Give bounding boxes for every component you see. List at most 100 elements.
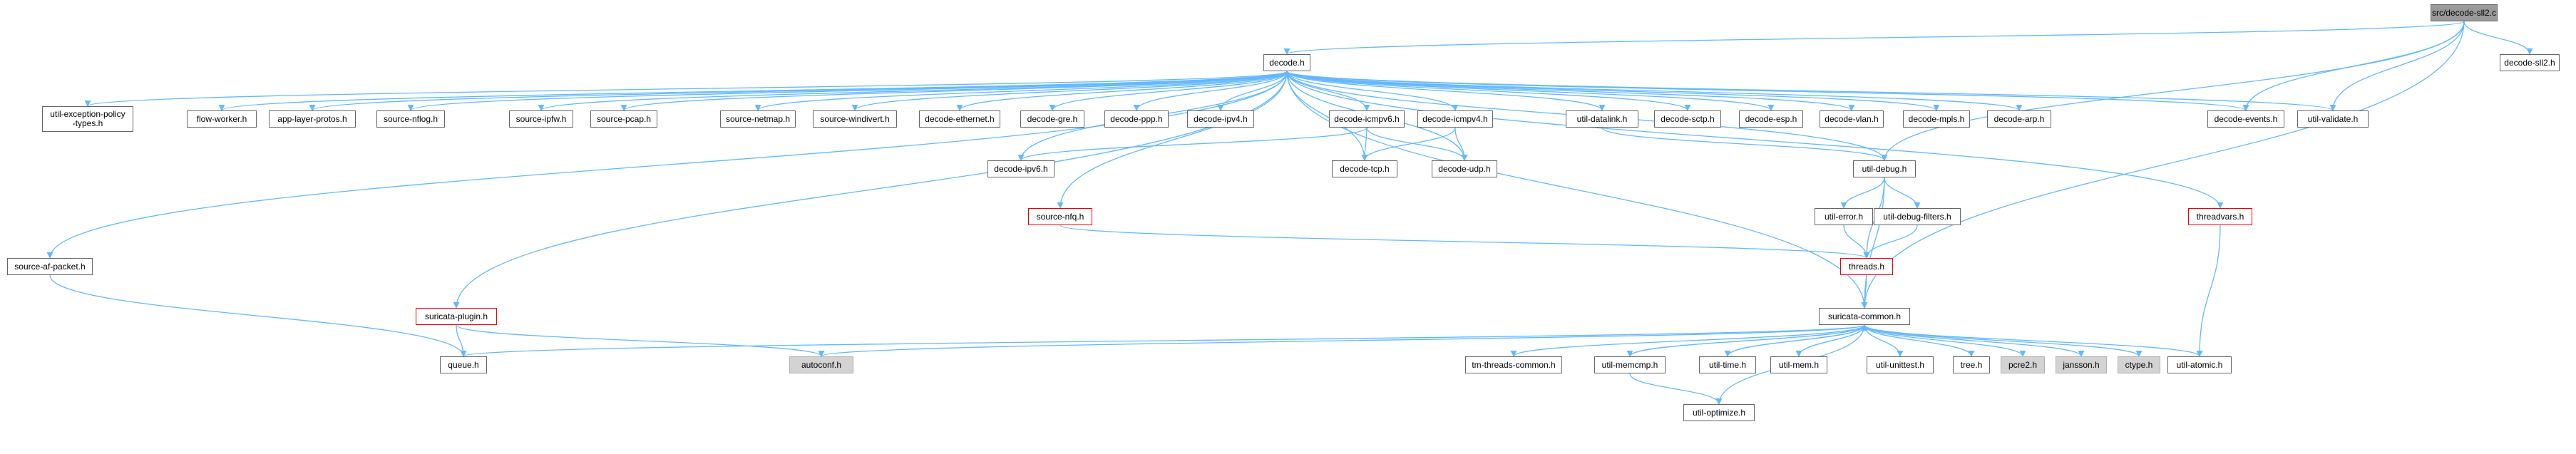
node-ctype-h[interactable]: ctype.h [2118, 356, 2160, 373]
node-decode-ethernet-h[interactable]: decode-ethernet.h [919, 110, 1000, 128]
node-flow-worker-h[interactable]: flow-worker.h [187, 110, 257, 128]
node-decode-mpls-h[interactable]: decode-mpls.h [1903, 110, 1970, 128]
node-util-atomic-h[interactable]: util-atomic.h [2167, 356, 2232, 373]
node-source-windivert-h[interactable]: source-windivert.h [813, 110, 897, 128]
edge-decode-sll2-c-to-util-debug-h [1881, 21, 2465, 161]
edge-decode-sll2-c-to-suricata-common-h [1861, 21, 2465, 309]
edge-decode-h-to-decode-gre-h [1049, 71, 1288, 111]
node-decode-udp-h[interactable]: decode-udp.h [1432, 160, 1497, 177]
node-util-datalink-h[interactable]: util-datalink.h [1566, 110, 1638, 128]
node-suricata-plugin-h[interactable]: suricata-plugin.h [416, 308, 497, 325]
edge-decode-h-to-app-layer-protos-h [309, 71, 1288, 111]
node-decode-icmpv4-h[interactable]: decode-icmpv4.h [1417, 110, 1493, 128]
node-decode-sctp-h[interactable]: decode-sctp.h [1654, 110, 1721, 128]
node-decode-gre-h[interactable]: decode-gre.h [1020, 110, 1084, 128]
node-source-af-packet-h[interactable]: source-af-packet.h [7, 258, 93, 275]
edge-decode-h-to-decode-sctp-h [1286, 71, 1691, 111]
node-source-netmap-h[interactable]: source-netmap.h [720, 110, 796, 128]
node-util-exception-policy-types-h[interactable]: util-exception-policy-types.h [42, 106, 133, 132]
edge-decode-h-to-util-validate-h [1286, 71, 2336, 111]
node-decode-sll2-c[interactable]: src/decode-sll2.c [2431, 4, 2498, 21]
edge-decode-h-to-decode-icmpv6-h [1286, 71, 1370, 111]
node-pcre2-h[interactable]: pcre2.h [2001, 356, 2045, 373]
edge-suricata-common-h-to-pcre2-h [1864, 324, 2026, 357]
edge-decode-h-to-source-windivert-h [851, 71, 1288, 111]
edge-decode-h-to-suricata-common-h [1286, 71, 1868, 309]
edge-util-memcmp-h-to-util-optimize-h [1629, 373, 1723, 405]
node-util-memcmp-h[interactable]: util-memcmp.h [1594, 356, 1666, 373]
node-util-debug-h[interactable]: util-debug.h [1853, 160, 1916, 177]
edge-decode-h-to-util-exception-policy-types-h [85, 71, 1288, 107]
edge-decode-icmpv6-h-to-decode-tcp-h [1361, 127, 1368, 161]
edge-decode-h-to-decode-esp-h [1286, 71, 1775, 111]
node-util-validate-h[interactable]: util-validate.h [2297, 110, 2369, 128]
node-threads-h[interactable]: threads.h [1840, 258, 1893, 275]
node-source-ipfw-h[interactable]: source-ipfw.h [509, 110, 573, 128]
node-jansson-h[interactable]: jansson.h [2056, 356, 2107, 373]
node-util-time-h[interactable]: util-time.h [1699, 356, 1756, 373]
edge-suricata-common-h-to-ctype-h [1864, 324, 2143, 357]
node-autoconf-h[interactable]: autoconf.h [789, 356, 853, 373]
node-source-nfq-h[interactable]: source-nfq.h [1028, 208, 1092, 225]
node-decode-icmpv6-h[interactable]: decode-icmpv6.h [1329, 110, 1405, 128]
edge-util-debug-h-to-util-debug-filters-h [1884, 177, 1921, 209]
node-decode-arp-h[interactable]: decode-arp.h [1987, 110, 2051, 128]
node-source-pcap-h[interactable]: source-pcap.h [590, 110, 657, 128]
edge-util-debug-h-to-suricata-common-h [1861, 177, 1885, 309]
edge-threadvars-h-to-util-atomic-h [2196, 225, 2221, 357]
edge-suricata-common-h-to-jansson-h [1864, 324, 2085, 357]
edge-suricata-common-h-to-queue-h [461, 324, 1865, 357]
edge-suricata-common-h-to-tree-h [1864, 324, 1975, 357]
edge-source-nfq-h-to-threads-h [1059, 225, 1870, 259]
node-decode-tcp-h[interactable]: decode-tcp.h [1332, 160, 1397, 177]
edge-util-error-h-to-threads-h [1843, 225, 1870, 259]
edge-suricata-plugin-h-to-queue-h [456, 324, 467, 357]
edge-decode-h-to-source-af-packet-h [46, 71, 1288, 259]
edge-decode-h-to-decode-events-h [1286, 71, 2249, 111]
edge-decode-icmpv6-h-to-decode-udp-h [1366, 127, 1468, 161]
edge-suricata-common-h-to-tm-threads-common-h [1510, 324, 1865, 357]
node-util-error-h[interactable]: util-error.h [1815, 208, 1873, 225]
edge-suricata-plugin-h-to-autoconf-h [456, 324, 825, 357]
edge-util-debug-filters-h-to-threads-h [1863, 225, 1918, 259]
node-suricata-common-h[interactable]: suricata-common.h [1819, 308, 1910, 325]
node-decode-esp-h[interactable]: decode-esp.h [1739, 110, 1803, 128]
edge-decode-sll2-c-to-decode-h [1284, 21, 2465, 55]
node-source-nflog-h[interactable]: source-nflog.h [376, 110, 445, 128]
node-util-optimize-h[interactable]: util-optimize.h [1683, 404, 1755, 421]
edge-decode-h-to-decode-ppp-h [1133, 71, 1288, 111]
edge-suricata-common-h-to-autoconf-h [819, 324, 1865, 357]
node-decode-h[interactable]: decode.h [1263, 54, 1310, 71]
edge-util-memcmp-h-to-suricata-common-h [1629, 324, 1868, 357]
edge-decode-icmpv4-h-to-decode-tcp-h [1361, 127, 1456, 161]
node-decode-ppp-h[interactable]: decode-ppp.h [1104, 110, 1169, 128]
edge-decode-h-to-source-netmap-h [754, 71, 1288, 111]
edge-util-datalink-h-to-util-debug-h [1601, 127, 1888, 161]
node-tree-h[interactable]: tree.h [1953, 356, 1990, 373]
edge-decode-h-to-decode-icmpv4-h [1286, 71, 1459, 111]
edge-util-mem-h-to-suricata-common-h [1798, 324, 1868, 357]
node-util-debug-filters-h[interactable]: util-debug-filters.h [1874, 208, 1961, 225]
edge-decode-h-to-threadvars-h [1286, 71, 2224, 209]
node-app-layer-protos-h[interactable]: app-layer-protos.h [269, 110, 356, 128]
node-decode-ipv6-h[interactable]: decode-ipv6.h [987, 160, 1054, 177]
node-queue-h[interactable]: queue.h [440, 356, 487, 373]
node-threadvars-h[interactable]: threadvars.h [2188, 208, 2252, 225]
edge-decode-h-to-decode-arp-h [1286, 71, 2023, 111]
node-decode-sll2-h[interactable]: decode-sll2.h [2500, 54, 2560, 71]
node-decode-events-h[interactable]: decode-events.h [2207, 110, 2284, 128]
edge-decode-h-to-decode-ethernet-h [956, 71, 1288, 111]
node-decode-vlan-h[interactable]: decode-vlan.h [1820, 110, 1884, 128]
node-util-mem-h[interactable]: util-mem.h [1770, 356, 1827, 373]
node-util-unittest-h[interactable]: util-unittest.h [1867, 356, 1934, 373]
edge-decode-h-to-source-nflog-h [407, 71, 1288, 111]
node-tm-threads-common-h[interactable]: tm-threads-common.h [1465, 356, 1562, 373]
edge-decode-h-to-source-pcap-h [620, 71, 1288, 111]
edge-decode-h-to-source-nfq-h [1057, 71, 1288, 209]
node-decode-ipv4-h[interactable]: decode-ipv4.h [1187, 110, 1254, 128]
edge-util-time-h-to-suricata-common-h [1727, 324, 1868, 357]
edge-decode-h-to-decode-vlan-h [1286, 71, 1855, 111]
edge-suricata-common-h-to-util-atomic-h [1864, 324, 2203, 357]
edge-source-af-packet-h-to-queue-h [49, 274, 467, 357]
